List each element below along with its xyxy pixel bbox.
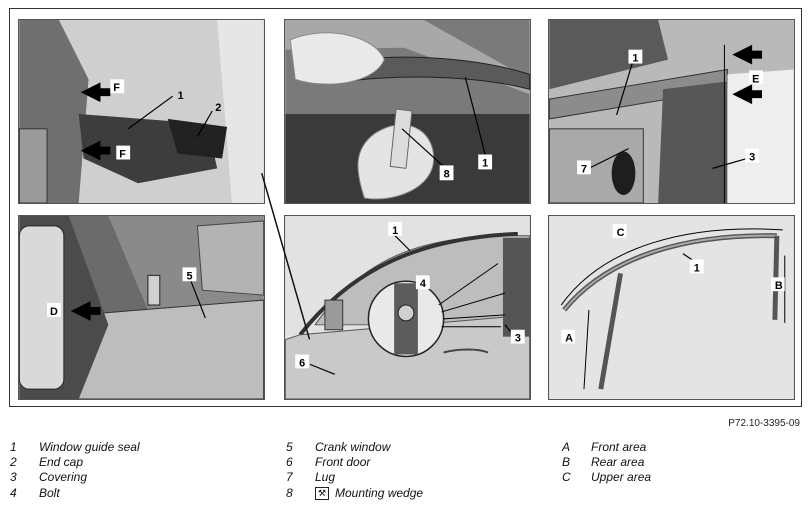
callout-a: A xyxy=(565,333,573,345)
wrench-tool-icon: ⚒ xyxy=(315,486,329,500)
callout-8: 8 xyxy=(444,168,450,180)
photo-end-cap-illustration: 1 2 F F xyxy=(19,20,264,203)
callout-1: 1 xyxy=(632,53,638,65)
callout-c: C xyxy=(617,227,625,239)
figure-reference: P72.10-3395-09 xyxy=(728,418,800,429)
callout-1: 1 xyxy=(178,90,184,102)
callout-4: 4 xyxy=(420,278,426,290)
callout-b: B xyxy=(775,280,783,292)
photo-panel-covering: 1 E 3 7 xyxy=(548,19,795,204)
photo-seal-areas-illustration: C 1 B A xyxy=(549,216,794,399)
callout-3: 3 xyxy=(515,333,521,345)
callout-1: 1 xyxy=(482,157,488,169)
callout-1: 1 xyxy=(392,225,398,237)
legend-item: 8⚒Mounting wedge xyxy=(286,485,424,500)
callout-f-bottom: F xyxy=(119,148,126,160)
photo-panel-end-cap: 1 2 F F xyxy=(18,19,265,204)
callout-f-top: F xyxy=(113,82,120,94)
photo-crank-window-illustration: 5 D xyxy=(19,216,264,399)
callout-6: 6 xyxy=(299,357,305,369)
photo-panel-crank-window: 5 D xyxy=(18,215,265,400)
callout-e: E xyxy=(752,73,759,85)
photo-panel-mounting-wedge: 1 8 xyxy=(284,19,531,204)
callout-2: 2 xyxy=(215,102,221,114)
photo-front-door-illustration: 1 4 3 6 xyxy=(285,216,530,399)
callout-d: D xyxy=(50,306,58,318)
figure-frame: 1 2 F F 1 8 xyxy=(9,8,802,407)
callout-5: 5 xyxy=(187,270,193,282)
callout-1: 1 xyxy=(694,262,700,274)
photo-panel-seal-areas: C 1 B A xyxy=(548,215,795,400)
photo-panel-front-door: 1 4 3 6 xyxy=(284,215,531,400)
callout-7: 7 xyxy=(581,163,587,175)
photo-covering-illustration: 1 E 3 7 xyxy=(549,20,794,203)
photo-mounting-wedge-illustration: 1 8 xyxy=(285,20,530,203)
callout-3: 3 xyxy=(749,151,755,163)
